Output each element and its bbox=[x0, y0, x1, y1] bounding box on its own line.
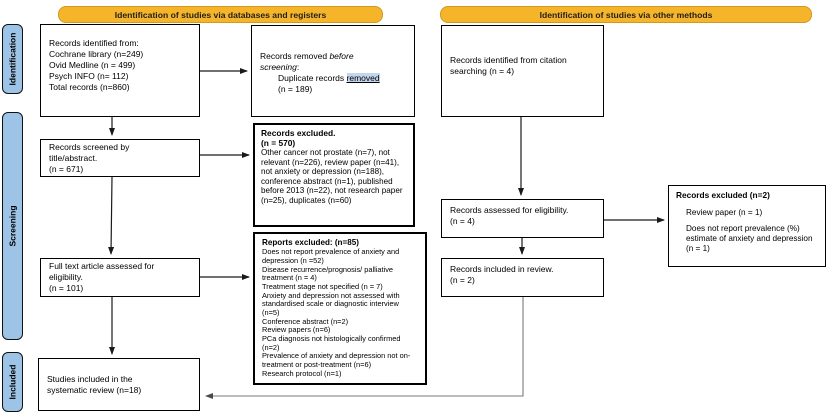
removed-highlighted-word: removed bbox=[346, 72, 380, 83]
banner-other-methods: Identification of studies via other meth… bbox=[440, 6, 812, 23]
records-excluded-db-title: Records excluded. (n = 570) bbox=[261, 128, 336, 149]
box-citation-searching: Records identified from citation searchi… bbox=[441, 25, 604, 117]
box-records-screened: Records screened by title/abstract. (n =… bbox=[40, 139, 200, 177]
records-excluded-db-reasons: Other cancer not prostate (n=7), not rel… bbox=[261, 148, 403, 205]
stage-label-included: Included bbox=[2, 352, 23, 412]
box-records-excluded-other-methods: Records excluded (n=2) Review paper (n =… bbox=[668, 185, 826, 267]
records-excluded-other-reason-2: Does not report prevalence (%) estimate … bbox=[686, 224, 813, 254]
stage-label-identification: Identification bbox=[2, 24, 23, 94]
records-removed-count: (n = 189) bbox=[278, 83, 313, 94]
box-studies-included: Studies included in the systematic revie… bbox=[38, 358, 200, 411]
arrow-screened-to-fulltext bbox=[108, 176, 115, 255]
duplicate-records-text: Duplicate records bbox=[278, 72, 347, 83]
reports-excluded-title: Reports excluded: (n=85) bbox=[262, 238, 359, 247]
box-full-text-assessed: Full text article assessed for eligibili… bbox=[40, 258, 200, 297]
box-records-assessed-eligibility: Records assessed for eligibility. (n = 4… bbox=[441, 199, 604, 238]
box-reports-excluded: Reports excluded: (n=85) Does not report… bbox=[253, 232, 427, 385]
records-removed-prefix: Records removed bbox=[260, 51, 330, 61]
box-records-removed: Records removed before screening: Duplica… bbox=[251, 25, 415, 117]
identification-label: Identification bbox=[7, 32, 18, 86]
included-label: Included bbox=[7, 364, 18, 400]
box-records-excluded-databases: Records excluded. (n = 570) Other cancer… bbox=[253, 123, 415, 227]
records-removed-colon: : bbox=[296, 61, 300, 72]
screening-label: Screening bbox=[7, 205, 18, 247]
records-removed-italic-b: screening bbox=[260, 61, 297, 72]
citation-searching-text: Records identified from citation searchi… bbox=[450, 55, 567, 76]
stage-label-screening: Screening bbox=[2, 112, 23, 340]
records-removed-line1: Records removed before screening: bbox=[260, 51, 408, 73]
records-assessed-text: Records assessed for eligibility. (n = 4… bbox=[450, 205, 569, 226]
records-removed-line2: Duplicate records removed bbox=[260, 72, 408, 84]
records-excluded-other-title: Records excluded (n=2) bbox=[676, 190, 770, 200]
records-screened-text: Records screened by title/abstract. (n =… bbox=[49, 142, 130, 174]
records-excluded-other-reason-1: Review paper (n = 1) bbox=[686, 207, 763, 217]
records-removed-italic-a: before bbox=[329, 51, 354, 61]
box-records-included-review: Records included in review. (n = 2) bbox=[441, 258, 604, 297]
studies-included-text: Studies included in the systematic revie… bbox=[47, 374, 142, 395]
banner-right-label: Identification of studies via other meth… bbox=[539, 9, 713, 20]
box-records-identified: Records identified from: Cochrane librar… bbox=[40, 24, 200, 117]
records-identified-text: Records identified from: Cochrane librar… bbox=[49, 38, 144, 92]
full-text-assessed-text: Full text article assessed for eligibili… bbox=[49, 261, 155, 293]
banner-left-label: Identification of studies via databases … bbox=[114, 9, 327, 20]
reports-excluded-reasons: Does not report prevalence of anxiety an… bbox=[262, 247, 411, 378]
records-included-review-text: Records included in review. (n = 2) bbox=[450, 264, 554, 285]
banner-databases-registers: Identification of studies via databases … bbox=[58, 6, 383, 23]
